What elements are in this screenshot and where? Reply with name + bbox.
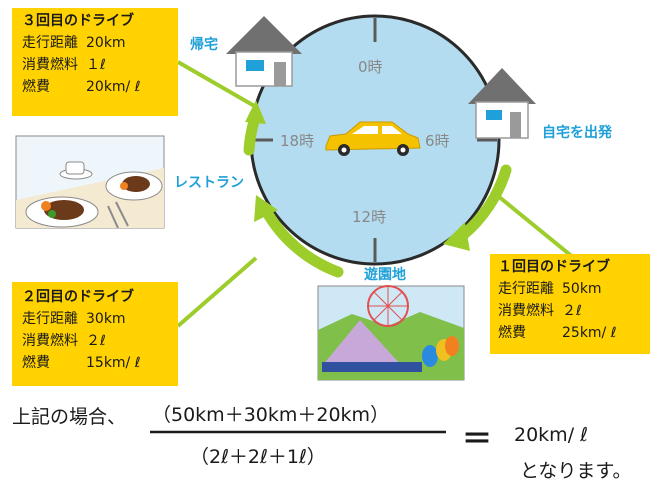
row-value: 20km/ ℓ [86,79,141,95]
row-label: 消費燃料 [498,303,554,319]
formula-equals: ＝ [462,422,492,457]
row-value: ２ℓ [562,303,582,319]
row-value: １ℓ [86,57,106,73]
drive-info-box-1: １回目のドライブ 走行距離 50km 消費燃料 ２ℓ 燃費 25km/ ℓ [490,254,650,354]
drive-row-efficiency: 燃費 25km/ ℓ [498,322,650,344]
formula-numerator: （50km＋30km＋20km） [152,404,390,426]
place-label-home-depart: 自宅を出発 [542,125,612,141]
clock-label-18: 18時 [280,132,315,150]
route-arrow-head-2 [254,195,278,222]
clock-label-6: 6時 [425,132,450,150]
connector-lines [176,60,576,328]
clock-label-0: 0時 [358,58,383,76]
row-label: 燃費 [22,355,50,371]
place-label-amusement-park: 遊園地 [364,267,406,283]
restaurant-picture [15,135,165,229]
drive-row-efficiency: 燃費 15km/ ℓ [22,352,178,374]
place-label-restaurant: レストラン [174,175,244,191]
drive-title: １回目のドライブ [498,259,610,275]
clock-label-12: 12時 [352,208,387,226]
row-value: 25km/ ℓ [562,325,617,341]
row-label: 燃費 [22,79,50,95]
drive-row-distance: 走行距離 50km [498,278,650,300]
row-value: 20km [86,35,126,51]
row-label: 走行距離 [498,281,554,297]
place-label-home-return: 帰宅 [190,37,218,53]
row-label: 走行距離 [22,311,78,327]
drive-info-box-3: ３回目のドライブ 走行距離 20km 消費燃料 １ℓ 燃費 20km/ ℓ [12,8,178,116]
drive-row-distance: 走行距離 30km [22,308,178,330]
house-icon-return [226,16,302,87]
drive-title: ３回目のドライブ [22,13,134,29]
clock-tick-marks [253,18,497,262]
row-label: 走行距離 [22,35,78,51]
row-label: 消費燃料 [22,57,78,73]
car-icon [325,121,421,156]
row-label: 燃費 [498,325,526,341]
formula-suffix: となります。 [520,460,632,482]
drive-row-distance: 走行距離 20km [22,32,178,54]
formula-prefix: 上記の場合、 [12,406,127,428]
amusement-park-picture [317,285,465,381]
drive-row-efficiency: 燃費 20km/ ℓ [22,76,178,98]
route-arrow-head-1 [443,222,470,251]
formula-denominator: （2ℓ＋2ℓ＋1ℓ） [190,446,326,468]
route-arrow-head-3 [245,100,266,124]
drive-row-fuel: 消費燃料 １ℓ [22,54,178,76]
drive-title: ２回目のドライブ [22,289,134,305]
house-icon-depart [468,68,536,139]
row-label: 消費燃料 [22,333,78,349]
formula-result: 20km/ ℓ [514,424,588,446]
row-value: 30km [86,311,126,327]
drive-row-fuel: 消費燃料 ２ℓ [498,300,650,322]
drive-info-box-2: ２回目のドライブ 走行距離 30km 消費燃料 ２ℓ 燃費 15km/ ℓ [12,282,178,386]
row-value: 50km [562,281,602,297]
drive-row-fuel: 消費燃料 ２ℓ [22,330,178,352]
row-value: 15km/ ℓ [86,355,141,371]
row-value: ２ℓ [86,333,106,349]
